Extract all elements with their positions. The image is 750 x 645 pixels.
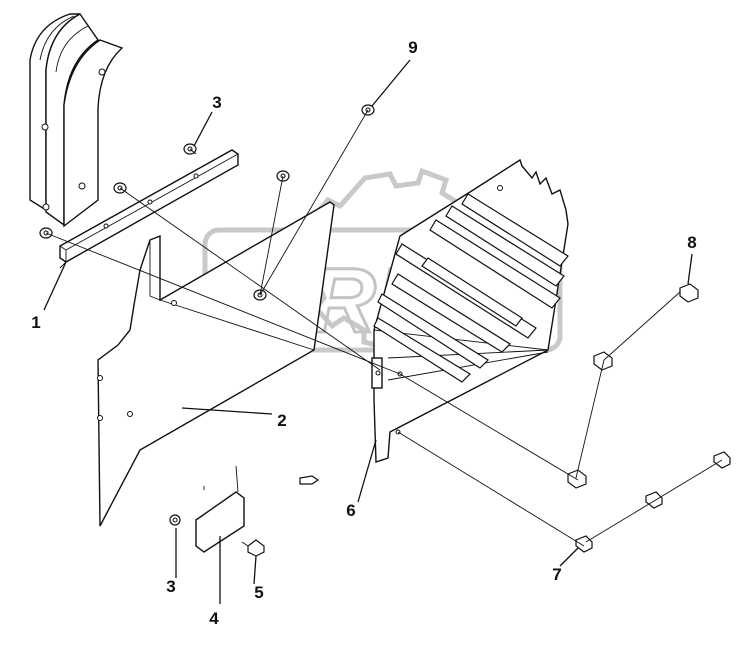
callout-6: 6 (346, 501, 355, 520)
step-ribs (373, 193, 569, 383)
callouts: 1 2 3 3 4 5 6 7 8 9 (31, 38, 696, 628)
assembly-lines (45, 109, 723, 547)
callout-5: 5 (254, 583, 263, 602)
callout-3-top: 3 (212, 93, 221, 112)
part-4-small-plate (195, 465, 245, 553)
callout-7: 7 (552, 565, 561, 584)
bolt-7a (575, 535, 593, 553)
bolt-5 (241, 539, 265, 557)
nut-3-bottom (169, 514, 181, 526)
bolt-7b (645, 491, 663, 509)
part-2-side-panel (97, 201, 335, 527)
bolt-8a (679, 283, 699, 303)
callout-3-bottom: 3 (166, 577, 175, 596)
callout-1: 1 (31, 313, 40, 332)
fasteners (39, 104, 731, 557)
callout-4: 4 (209, 609, 219, 628)
part-6-step-plate (371, 158, 569, 463)
callout-9: 9 (408, 38, 417, 57)
callout-2: 2 (277, 411, 286, 430)
bolt-loose (299, 475, 320, 485)
part-1-bracket (59, 149, 239, 269)
fender-frame (29, 13, 124, 228)
callout-8: 8 (687, 233, 696, 252)
leader-lines (43, 59, 693, 604)
